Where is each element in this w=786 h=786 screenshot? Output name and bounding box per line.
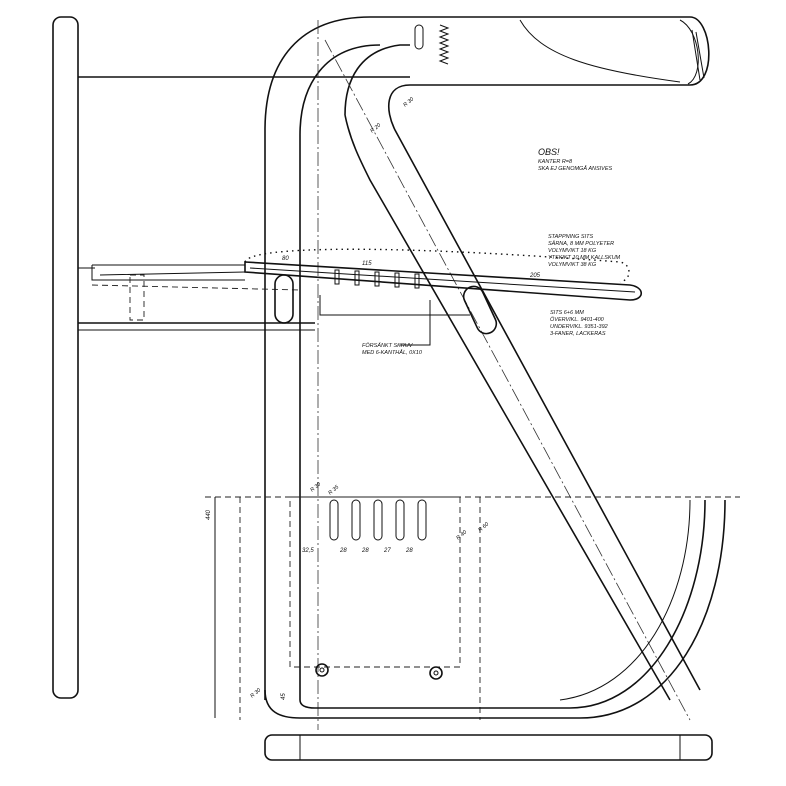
back-post xyxy=(52,16,79,699)
radius-label: R 60 xyxy=(477,521,490,534)
note-back: YTSKIKT 10 MM KALLSKUM xyxy=(548,255,621,261)
dim-440: 440 xyxy=(206,509,212,520)
radius-label: R 30 xyxy=(309,481,322,494)
radius-label: R 30 xyxy=(249,687,262,700)
dim-28: 28 xyxy=(405,548,413,554)
radius-label: R 40 xyxy=(455,529,468,542)
hidden-dowel xyxy=(129,274,145,321)
note-back: VOLYMVIKT 38 KG xyxy=(548,262,597,268)
slot xyxy=(414,24,424,50)
back-slots xyxy=(329,499,427,541)
seat-plank xyxy=(244,261,643,301)
note-back: VOLYMVIKT 18 KG xyxy=(548,248,597,254)
centerline-diagonal xyxy=(324,39,691,721)
note-back: SÄRNA, 8 MM POLYETER xyxy=(548,240,614,247)
arm-end-cap xyxy=(679,19,699,85)
note-back: STAPPNING SITS xyxy=(548,234,593,240)
seat-back-part xyxy=(91,264,246,281)
base-curve-outer xyxy=(264,499,726,719)
nut-icon xyxy=(429,666,443,680)
note-obs-line: SKA EJ GENOMGÅ ANSIVES xyxy=(538,165,612,172)
seat-cushion-outline xyxy=(244,248,630,283)
arm-tube-outer xyxy=(264,16,710,700)
diagonal-tube xyxy=(344,44,671,701)
dim-80: 80 xyxy=(282,256,289,262)
base-runner xyxy=(264,734,713,761)
seat-bracket xyxy=(319,295,470,316)
seat-hidden-line xyxy=(91,284,301,291)
note-screw: FÖRSÄNKT SKRUV xyxy=(362,342,414,349)
seat-support-right xyxy=(462,285,498,335)
dim-28: 28 xyxy=(339,548,347,554)
note-obs-title: OBS! xyxy=(538,147,560,157)
radius-label: R 30 xyxy=(402,96,415,109)
seat-support-left xyxy=(274,274,294,324)
screw-leader xyxy=(400,300,431,346)
seat-slots xyxy=(334,269,420,289)
base-curve-middle xyxy=(299,499,706,709)
arm-bevel xyxy=(519,19,681,83)
dim-115: 115 xyxy=(362,261,372,267)
arm-end-hatch xyxy=(691,29,705,81)
arm-tube-inner xyxy=(299,44,381,700)
hidden-rect xyxy=(289,496,461,668)
radius-label: R 20 xyxy=(369,122,382,135)
nut-icon xyxy=(315,663,329,677)
note-screw: MED 6-KANTHÅL, 0X10 xyxy=(362,349,423,356)
dim-27: 27 xyxy=(383,548,391,554)
note-obs-line: KANTER R=8 xyxy=(538,159,573,165)
note-seat: ÖVERVIKL. 9401-400 xyxy=(550,316,605,323)
seat-ply-line xyxy=(249,267,636,293)
dim-28: 28 xyxy=(361,548,369,554)
note-seat: 3-FANER, LACKERAS xyxy=(550,331,606,337)
finger-joint xyxy=(438,24,450,65)
note-seat: UNDERVIKL. 9351-392 xyxy=(550,324,608,330)
base-curve-inner xyxy=(559,499,691,701)
radius-label: R 35 xyxy=(327,484,340,497)
dim-32-5: 32,5 xyxy=(302,548,314,554)
dim-205: 205 xyxy=(529,273,541,279)
dim-45: 45 xyxy=(281,693,287,700)
note-seat: SITS 6+6 MM xyxy=(550,310,584,316)
